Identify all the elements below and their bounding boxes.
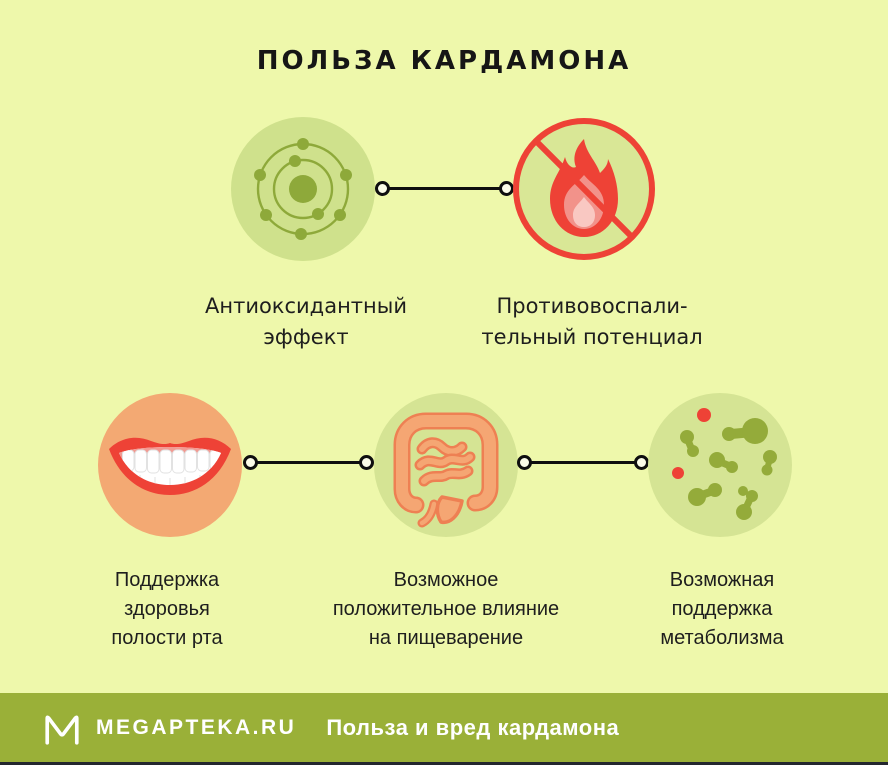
label-line: метаболизма bbox=[660, 627, 784, 649]
connector-node bbox=[359, 455, 374, 470]
bubble-metabolism bbox=[648, 393, 792, 537]
connector-line bbox=[524, 461, 641, 464]
label-line: Антиоксидантный bbox=[204, 294, 407, 318]
connector-node bbox=[517, 455, 532, 470]
no-fire-icon bbox=[513, 118, 655, 260]
page-title: ПОЛЬЗА КАРДАМОНА bbox=[256, 46, 632, 76]
atom-icon bbox=[254, 138, 352, 240]
microbes-icon bbox=[672, 408, 777, 520]
label-line: эффект bbox=[263, 325, 349, 349]
label-digestion: Возможное положительное влияние на пищев… bbox=[276, 566, 616, 653]
connector-node bbox=[634, 455, 649, 470]
label-oral-health: Поддержка здоровья полости рта bbox=[17, 566, 317, 653]
footer-bar: MEGAPTEKA.RU Польза и вред кардамона bbox=[0, 693, 888, 762]
label-line: тельный потенциал bbox=[481, 325, 703, 349]
label-line: здоровья bbox=[124, 598, 210, 620]
label-line: Поддержка bbox=[114, 569, 220, 591]
intestines-icon bbox=[393, 412, 499, 528]
bubble-anti-inflammatory bbox=[512, 117, 656, 261]
label-anti-inflammatory: Противовоспали- тельный потенциал bbox=[442, 291, 742, 353]
label-line: положительное влияние bbox=[332, 598, 560, 620]
label-line: Возможная bbox=[669, 569, 775, 591]
connector-node bbox=[375, 181, 390, 196]
bubble-antioxidant bbox=[231, 117, 375, 261]
connector-node bbox=[243, 455, 258, 470]
bottom-border bbox=[0, 762, 888, 765]
label-line: Возможное bbox=[393, 569, 499, 591]
bubble-digestion bbox=[374, 393, 518, 537]
footer-caption: Польза и вред кардамона bbox=[326, 714, 620, 740]
label-line: полости рта bbox=[111, 627, 223, 649]
label-line: поддержка bbox=[671, 598, 773, 620]
connector-line bbox=[382, 187, 506, 190]
label-metabolism: Возможная поддержка метаболизма bbox=[572, 566, 872, 653]
connector-node bbox=[499, 181, 514, 196]
connector-line bbox=[250, 461, 366, 464]
label-antioxidant: Антиоксидантный эффект bbox=[156, 291, 456, 353]
smiling-mouth-icon bbox=[109, 437, 231, 495]
bubble-oral-health bbox=[98, 393, 242, 537]
megapteka-m-logo-icon bbox=[45, 715, 79, 745]
label-line: на пищеварение bbox=[368, 627, 524, 649]
footer-brand: MEGAPTEKA.RU bbox=[96, 715, 297, 739]
label-line: Противовоспали- bbox=[496, 294, 688, 318]
